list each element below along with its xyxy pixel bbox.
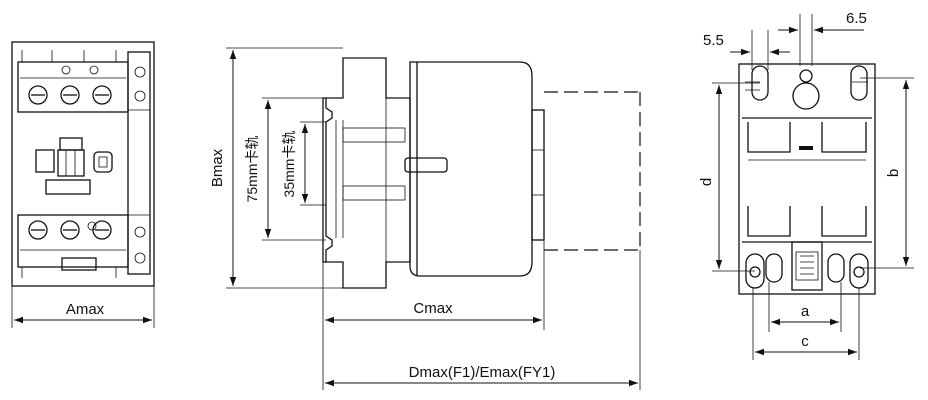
- a-label: a: [801, 303, 810, 320]
- c-label: c: [801, 333, 809, 350]
- bottom-terminal-2: [60, 220, 80, 240]
- rail-35-label: 35mm卡轨: [281, 131, 297, 198]
- dim-5-5-label: 5.5: [703, 32, 724, 49]
- dim-6-5-label: 6.5: [846, 10, 867, 27]
- top-right-slot: [850, 65, 868, 101]
- bottom-terminal-1: [28, 220, 48, 240]
- top-terminal-1: [28, 85, 48, 105]
- side-view: Bmax 75mm卡轨 35mm卡轨 Cmax Dmax(F1)/Emax(FY…: [209, 47, 641, 390]
- amax-label: Amax: [66, 301, 105, 318]
- b-label: b: [885, 169, 902, 177]
- d-label: d: [698, 178, 715, 186]
- top-terminal-3: [92, 85, 112, 105]
- top-center-hole: [792, 82, 820, 110]
- mounting-view: 5.5 6.5 d b a c: [698, 10, 914, 360]
- bmax-label: Bmax: [209, 148, 226, 187]
- rail-75-label: 75mm卡轨: [244, 136, 260, 203]
- bottom-right-slot: [849, 253, 869, 289]
- cmax-label: Cmax: [413, 300, 453, 317]
- top-terminal-2: [60, 85, 80, 105]
- dmax-emax-label: Dmax(F1)/Emax(FY1): [409, 364, 556, 381]
- front-view: Amax: [11, 41, 155, 328]
